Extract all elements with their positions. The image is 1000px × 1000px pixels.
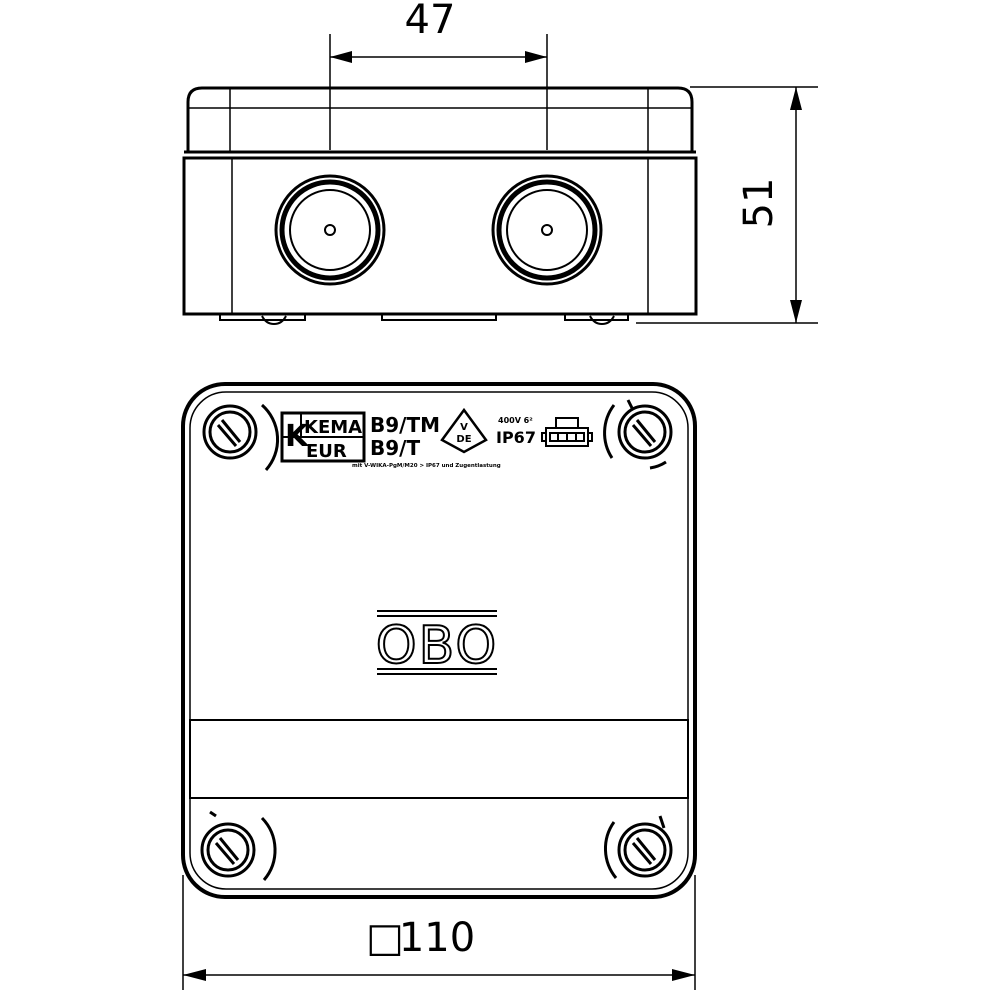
terminal-block-icon	[541, 417, 593, 447]
dimension-110-label: 110	[399, 915, 475, 961]
eur-text: EUR	[306, 441, 347, 462]
obo-brand-text: OBO	[376, 616, 499, 676]
cable-gland-right	[491, 174, 603, 286]
dimension-47	[329, 34, 548, 150]
kema-text: KEMA	[304, 417, 362, 438]
screw-top-right	[603, 399, 673, 470]
cable-gland-left	[274, 174, 386, 286]
dimension-110-symbol: □	[366, 915, 404, 961]
obo-logo: OBO	[375, 610, 499, 677]
lid-outline	[181, 382, 697, 899]
dimension-51	[636, 86, 818, 324]
side-feet	[219, 314, 629, 326]
kema-keur-mark: K KEMA EUR	[280, 411, 366, 463]
fine-print: mit V-WIKA-PgM/M20 > IP67 und Zugentlast…	[352, 463, 501, 469]
vde-bottom: DE	[456, 434, 471, 445]
vde-top: V	[460, 422, 468, 433]
screw-bottom-left	[200, 810, 277, 881]
side-lid	[186, 86, 694, 152]
screw-bottom-right	[603, 815, 673, 879]
ip-rating: IP67	[496, 428, 536, 447]
voltage-text: 400V 6²	[498, 416, 533, 425]
top-view	[181, 382, 697, 899]
model-line-2: B9/T	[370, 436, 420, 460]
side-body	[182, 156, 698, 316]
side-view	[182, 86, 698, 326]
model-line-1: B9/TM	[370, 413, 440, 437]
dimension-51-label: 51	[736, 178, 782, 229]
vde-mark: V DE	[440, 407, 488, 454]
screw-top-left	[202, 403, 280, 471]
label-strip	[189, 719, 689, 799]
dimension-47-label: 47	[405, 0, 456, 43]
kema-letter: K	[285, 419, 310, 454]
dimension-110	[182, 875, 696, 990]
